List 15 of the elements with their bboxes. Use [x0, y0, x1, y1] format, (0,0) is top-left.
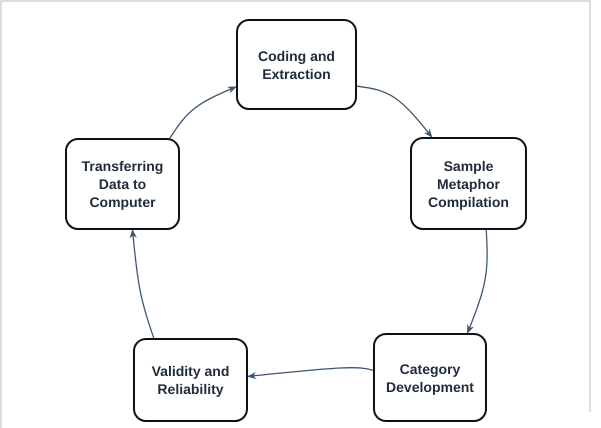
process-box: [373, 333, 487, 422]
process-box: [133, 338, 248, 422]
curved-arrow: [466, 230, 488, 334]
process-box: [236, 19, 357, 110]
curved-arrow: [247, 367, 374, 380]
step-label: Category Development: [385, 360, 475, 396]
process-box: [65, 138, 180, 230]
step-label: Validity and Reliability: [150, 362, 230, 398]
curved-arrow: [356, 86, 432, 138]
step-label: Sample Metaphor Compilation: [427, 156, 510, 210]
curved-arrow: [169, 86, 237, 138]
step-label: Transferring Data to Computer: [80, 157, 164, 211]
step-label: Coding and Extraction: [257, 46, 336, 82]
curved-arrow: [130, 229, 154, 338]
process-box: [410, 137, 527, 230]
